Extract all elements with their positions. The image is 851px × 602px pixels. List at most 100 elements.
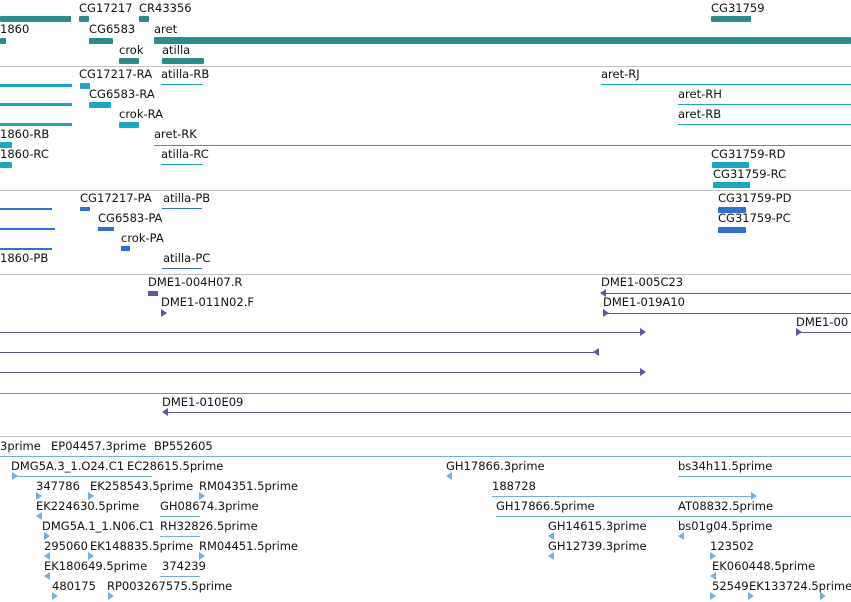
est-feature[interactable] <box>492 496 756 497</box>
est-label: 480175 <box>52 579 96 593</box>
transcript-feature[interactable] <box>161 84 203 85</box>
clone-end-label: DME1-00 <box>796 315 849 329</box>
clone-end-label: DME1-010E09 <box>162 395 244 409</box>
gene-feature[interactable] <box>89 38 113 44</box>
transcript-feature[interactable] <box>713 182 750 188</box>
gene-feature[interactable] <box>711 16 751 22</box>
est-arrow <box>548 532 554 540</box>
est-label: EK148835.5prime <box>90 539 194 553</box>
transcript-label: atilla-RC <box>161 147 209 161</box>
gene-feature-aret[interactable] <box>154 37 851 44</box>
clone-end-feature[interactable] <box>0 393 851 394</box>
gene-feature[interactable] <box>0 38 6 44</box>
clone-end-feature[interactable] <box>800 332 851 333</box>
clone-end-arrow <box>593 348 599 356</box>
transcript-feature[interactable] <box>80 83 90 89</box>
transcript-feature[interactable] <box>601 84 851 85</box>
transcript-feature[interactable] <box>119 122 139 128</box>
est-arrow <box>710 552 716 560</box>
transcript-label: CG31759-RC <box>713 167 787 181</box>
est-arrow <box>446 472 452 480</box>
est-feature[interactable] <box>678 476 851 477</box>
est-arrow <box>710 572 716 580</box>
est-arrow <box>36 512 42 520</box>
transcript-feature[interactable] <box>0 123 72 126</box>
transcript-label: aret-RH <box>678 87 722 101</box>
transcript-feature[interactable] <box>161 164 203 165</box>
protein-label: CG6583-PA <box>98 211 163 225</box>
clone-end-feature[interactable] <box>148 291 158 296</box>
est-arrow <box>199 552 205 560</box>
transcript-label: CG17217-RA <box>79 67 153 81</box>
protein-feature[interactable] <box>80 207 90 211</box>
transcript-feature[interactable] <box>0 142 12 148</box>
est-label: bs34h11.5prime <box>678 459 773 473</box>
gene-feature[interactable] <box>162 58 204 64</box>
clone-end-arrow <box>640 368 646 376</box>
est-feature[interactable] <box>496 516 851 517</box>
protein-feature[interactable] <box>121 246 130 251</box>
protein-feature[interactable] <box>0 228 55 230</box>
protein-feature[interactable] <box>718 227 746 233</box>
gene-feature[interactable] <box>0 16 71 22</box>
clone-end-feature[interactable] <box>0 352 598 353</box>
est-feature[interactable] <box>160 516 200 517</box>
est-feature[interactable] <box>160 536 200 537</box>
track-separator <box>0 436 851 437</box>
transcript-feature[interactable] <box>678 104 851 105</box>
est-label: BP552605 <box>154 439 213 453</box>
est-label: EK133724.5prime <box>749 579 851 593</box>
est-arrow <box>751 492 757 500</box>
transcript-feature-aret-rk[interactable] <box>154 145 851 146</box>
clone-end-feature[interactable] <box>0 372 644 373</box>
protein-label: atilla-PB <box>163 191 211 205</box>
est-label: GH12739.3prime <box>548 539 647 553</box>
gene-label: aret <box>154 22 178 36</box>
est-label: 374239 <box>162 559 206 573</box>
transcript-feature[interactable] <box>712 162 749 168</box>
clone-end-arrow <box>161 309 167 317</box>
clone-end-feature[interactable] <box>0 332 644 333</box>
gene-label: crok <box>119 43 144 57</box>
transcript-feature[interactable] <box>0 84 72 87</box>
gene-label: CG31759 <box>711 1 765 15</box>
protein-feature[interactable] <box>0 248 52 250</box>
est-feature[interactable] <box>0 456 851 457</box>
clone-end-label: DME1-005C23 <box>601 275 684 289</box>
protein-feature[interactable] <box>162 268 202 269</box>
est-label: DMG5A.1_1.N06.C1 <box>42 519 155 533</box>
est-label: EK258543.5prime <box>90 479 194 493</box>
est-arrow <box>44 532 50 540</box>
est-feature[interactable] <box>160 576 200 577</box>
protein-label: crok-PA <box>121 231 164 245</box>
est-arrow <box>88 492 94 500</box>
est-label: RH32826.5prime <box>160 519 258 533</box>
transcript-feature[interactable] <box>89 102 111 108</box>
est-label: 3prime <box>0 439 41 453</box>
est-arrow <box>52 592 58 600</box>
protein-label: CG31759-PC <box>718 211 791 225</box>
clone-end-feature[interactable] <box>604 293 851 294</box>
est-feature[interactable] <box>678 516 851 517</box>
est-feature[interactable] <box>12 476 152 477</box>
gene-feature[interactable] <box>119 58 139 64</box>
clone-end-label: DME1-011N02.F <box>161 295 254 309</box>
transcript-feature[interactable] <box>678 124 851 125</box>
clone-end-feature[interactable] <box>166 412 851 413</box>
transcript-feature[interactable] <box>0 162 12 168</box>
transcript-label: 1860-RB <box>0 127 50 141</box>
gene-feature[interactable] <box>79 16 89 22</box>
clone-end-feature[interactable] <box>604 313 851 314</box>
protein-feature[interactable] <box>162 208 202 209</box>
protein-feature[interactable] <box>98 227 114 231</box>
est-label: DMG5A.3_1.O24.C1 <box>11 459 125 473</box>
gene-label: CR43356 <box>139 1 192 15</box>
protein-feature[interactable] <box>0 208 52 210</box>
est-label: RM04451.5prime <box>199 539 298 553</box>
transcript-feature[interactable] <box>0 103 72 106</box>
est-label: EC28615.5prime <box>127 459 224 473</box>
est-label: 188728 <box>492 479 536 493</box>
protein-feature[interactable] <box>718 207 746 213</box>
gene-feature[interactable] <box>139 16 149 22</box>
est-arrow <box>12 472 18 480</box>
